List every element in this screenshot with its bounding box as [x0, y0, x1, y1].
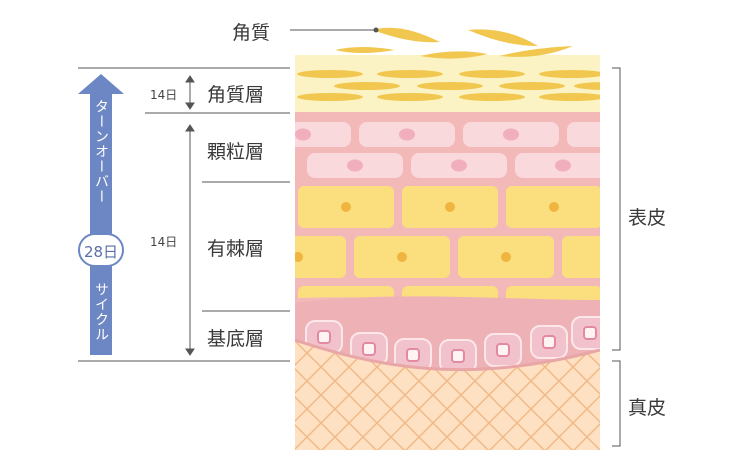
flake — [420, 51, 488, 59]
layer-guide-lines — [78, 67, 290, 362]
corneum-cell — [459, 93, 525, 101]
corneum-cell — [539, 93, 600, 101]
granular-nucleus — [607, 129, 623, 141]
granular-nucleus — [451, 159, 467, 172]
corneum-cell — [297, 70, 363, 78]
turnover-days-badge: 28日 — [78, 233, 124, 267]
basement-membrane — [295, 338, 600, 372]
spinous-nucleus — [341, 202, 351, 212]
basal-nucleus — [451, 349, 465, 363]
spinous-cell — [562, 236, 600, 278]
granular-nucleus — [555, 159, 571, 172]
dermis-fiber — [563, 340, 600, 450]
flake — [468, 29, 538, 46]
corneum-cells — [297, 70, 600, 101]
dermis-fiber — [4, 330, 134, 460]
dermis-fiber — [295, 340, 331, 450]
label-stratum-spinosum: 有棘層 — [207, 238, 265, 260]
flaking-corneum — [335, 27, 573, 59]
label-corneum-flakes: 角質 — [232, 22, 271, 44]
dermis-fiber — [732, 330, 750, 460]
corneum-cell — [459, 70, 525, 78]
dermis-fiber — [732, 330, 750, 460]
duration-arrows — [185, 75, 195, 356]
turnover-title: ターンオーバー — [93, 99, 109, 204]
dermis-fiber — [0, 330, 50, 460]
label-stratum-granulosum: 顆粒層 — [207, 141, 265, 163]
spinous-nucleus — [397, 252, 407, 262]
turnover-cycle-label: サイクル — [93, 282, 109, 342]
dermis-fiber — [0, 330, 50, 460]
corneum-cell — [574, 82, 600, 90]
granular-cell — [567, 122, 600, 147]
dermis-fiber — [60, 330, 190, 460]
label-epidermis: 表皮 — [628, 207, 667, 229]
basal-nucleus — [406, 348, 420, 362]
dermis-fiber — [4, 330, 134, 460]
dermis-fiber — [535, 340, 600, 450]
spinous-nucleus — [605, 252, 615, 262]
corneum-cell — [539, 70, 600, 78]
basal-nucleus — [542, 335, 556, 349]
brackets — [612, 67, 621, 447]
dermis-bracket — [612, 360, 621, 447]
dermis-fiber — [704, 330, 750, 460]
basal-nucleus — [496, 343, 510, 357]
granular-cell — [295, 122, 351, 147]
corneum-cell — [499, 82, 565, 90]
spinous-nucleus — [501, 252, 511, 262]
dermis-fiber — [507, 340, 600, 450]
label-dermis: 真皮 — [628, 397, 667, 419]
dermis-fiber — [295, 340, 331, 450]
dermis-fiber — [704, 330, 750, 460]
granular-nucleus — [347, 159, 363, 172]
flake — [335, 47, 395, 53]
corneum-cell — [334, 82, 400, 90]
corneum-cell — [297, 93, 363, 101]
granular-cells — [295, 122, 623, 178]
spinous-cell — [298, 286, 394, 303]
dermis-fiber — [0, 330, 78, 460]
spinous-nucleus — [295, 252, 303, 262]
corneum-cell — [377, 70, 443, 78]
dermis-fiber — [0, 330, 78, 460]
spinous-nucleus — [549, 202, 559, 212]
dermis-fiber — [295, 340, 359, 450]
dermis-fiber — [676, 330, 750, 460]
granular-nucleus — [503, 128, 519, 141]
dermis-fiber — [60, 330, 190, 460]
lower-layer-duration: 14日 — [150, 235, 178, 249]
label-stratum-corneum: 角質層 — [207, 84, 265, 106]
basal-nucleus — [362, 342, 376, 356]
spinous-cell — [506, 286, 600, 303]
spinous-nucleus — [445, 202, 455, 212]
granular-nucleus — [399, 128, 415, 141]
flake — [500, 46, 573, 57]
flake-leader-dot — [373, 27, 379, 33]
spinous-cells — [295, 186, 615, 303]
corneum-cell — [377, 93, 443, 101]
epidermis-bracket — [612, 67, 621, 351]
basal-nucleus — [317, 330, 331, 344]
corneum-cell — [417, 82, 483, 90]
flake — [373, 27, 440, 43]
basal-nucleus — [583, 326, 597, 340]
dermis-fiber — [676, 330, 750, 460]
turnover-arrow — [78, 74, 124, 355]
granular-nucleus — [295, 128, 311, 141]
label-stratum-basale: 基底層 — [207, 328, 265, 350]
corneum-duration: 14日 — [150, 88, 178, 102]
